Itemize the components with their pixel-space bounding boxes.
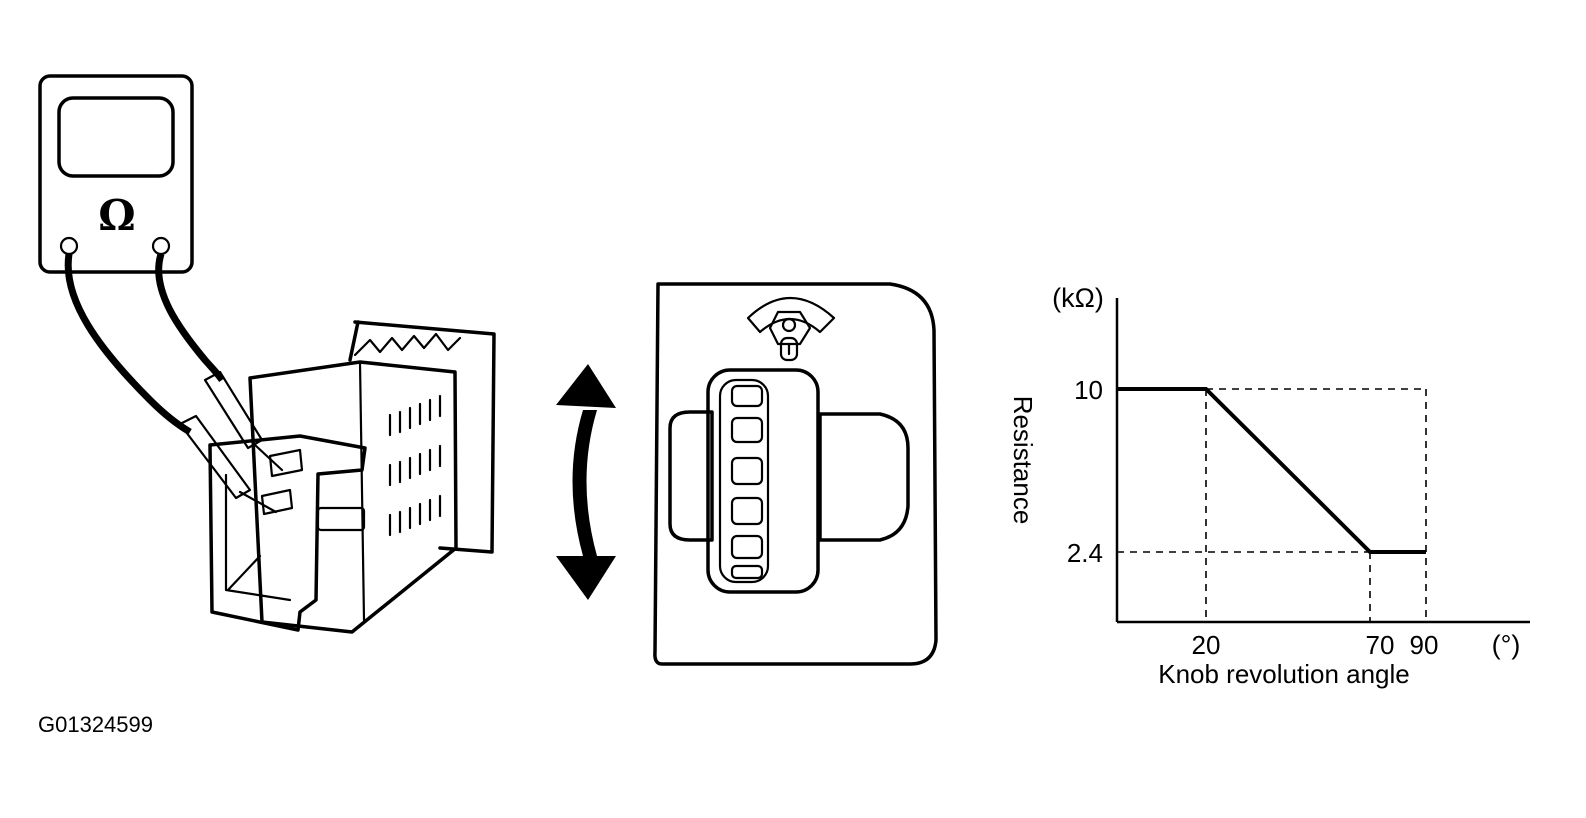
illumination-icon: [746, 297, 836, 362]
dimmer-panel-outline: [653, 282, 938, 666]
dimmer-knob: [706, 368, 820, 594]
ohm-symbol: Ω: [98, 191, 135, 240]
connector-latch: [316, 506, 366, 532]
knob-guard-left: [668, 410, 714, 542]
y-axis-label: Resistance: [1008, 396, 1038, 525]
y-tick-label-10: 10: [1074, 375, 1103, 405]
figure-code: G01324599: [38, 712, 153, 737]
ohmmeter-display: [57, 96, 175, 178]
switch-unit: [208, 320, 496, 634]
x-tick-label-70: 70: [1366, 630, 1395, 660]
y-unit-label: (kΩ): [1052, 283, 1104, 313]
connector-terminal-lower: [260, 488, 294, 516]
test-probe-left: [178, 414, 278, 514]
test-lead-left: [64, 253, 192, 436]
switch-back-plate: [353, 320, 496, 554]
connector-terminal-upper: [268, 448, 304, 478]
ohmmeter-body: [38, 74, 194, 274]
switch-side-slots: [388, 394, 442, 537]
probe-jack-right: [151, 236, 171, 256]
rotation-arrow: [556, 364, 616, 600]
dimmer-knob-inner: [718, 378, 770, 584]
knob-guard-right: [818, 412, 910, 542]
x-tick-label-20: 20: [1192, 630, 1221, 660]
probe-jack-left: [59, 236, 79, 256]
x-axis-label: Knob revolution angle: [1158, 659, 1410, 689]
resistance-graph: (kΩ) Resistance 10 2.4 20 70 90 (°) Knob…: [1008, 283, 1530, 689]
y-tick-label-2-4: 2.4: [1067, 538, 1103, 568]
x-unit-label: (°): [1492, 630, 1521, 660]
resistance-curve: [1117, 387, 1426, 554]
x-tick-label-90: 90: [1410, 630, 1439, 660]
switch-body: [248, 360, 458, 634]
knob-ridges: [730, 384, 764, 580]
dimmer-panel: [653, 282, 938, 666]
ohmmeter: Ω: [38, 74, 284, 514]
connector-housing: [208, 434, 367, 632]
switch-top-fins: [353, 332, 462, 357]
graph-guide-lines: [1117, 388, 1427, 622]
